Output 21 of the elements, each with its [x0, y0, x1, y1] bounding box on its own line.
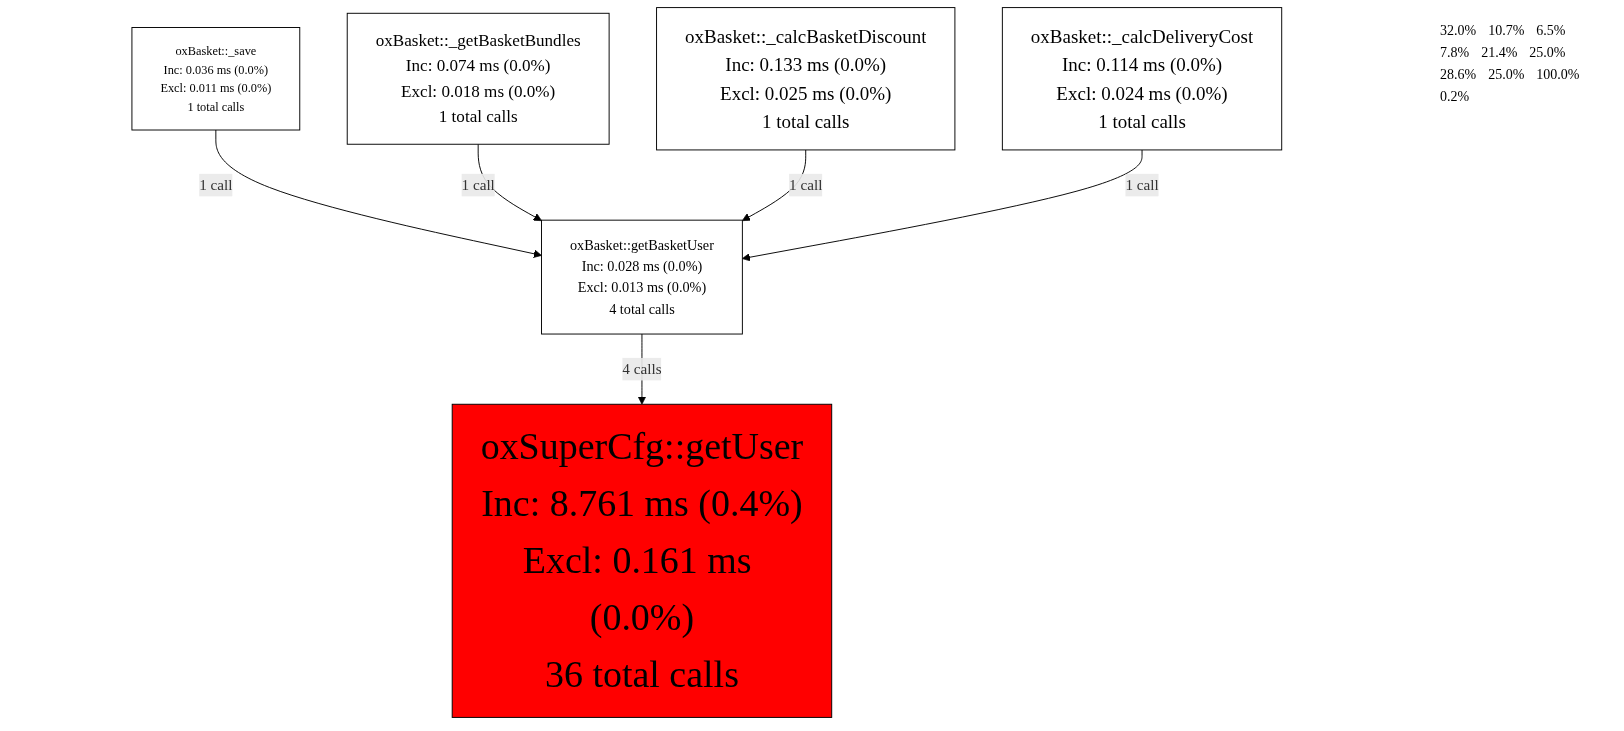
percentage-label: 100.0%: [1536, 67, 1580, 83]
node-box: oxBasket::_getBasketBundles Inc: 0.074 ms (0.0%) Excl: 0.018 ms (0.0%) 1 total calls: [346, 12, 610, 145]
node-box: oxBasket::_calcBasketDiscount Inc: 0.133 ms (0.0%) Excl: 0.025 ms (0.0%) 1 total calls: [656, 7, 956, 151]
percentage-label: 6.5%: [1536, 23, 1566, 39]
percentage-label: 25.0%: [1529, 45, 1566, 61]
edge-label: 1 call: [1125, 176, 1159, 193]
node-box: oxBasket::getBasketUser Inc: 0.028 ms (0.0%) Excl: 0.013 ms (0.0%) 4 total calls: [541, 219, 743, 335]
percentage-label: 28.6%: [1440, 67, 1477, 83]
percentage-label: 0.2%: [1440, 89, 1470, 105]
node-box: oxBasket::_calcDeliveryCost Inc: 0.114 ms (0.0%) Excl: 0.024 ms (0.0%) 1 total calls: [1002, 7, 1283, 151]
edge-label: 1 call: [461, 176, 495, 193]
node-box: oxSuperCfg::getUser Inc: 8.761 ms (0.4%) Excl: 0.161 ms (0.0%) 36 total calls: [451, 403, 833, 718]
percentage-label: 10.7%: [1488, 23, 1525, 39]
percentage-label: 25.0%: [1488, 67, 1525, 83]
edge-label: 4 calls: [622, 360, 662, 377]
edge-label: 1 call: [789, 176, 823, 193]
percentage-label: 7.8%: [1440, 45, 1470, 61]
edge-label: 1 call: [199, 176, 233, 193]
node-box: oxBasket::_save Inc: 0.036 ms (0.0%) Excl: 0.011 ms (0.0%) 1 total calls: [131, 27, 301, 131]
percentage-label: 21.4%: [1481, 45, 1518, 61]
percentage-label: 32.0%: [1440, 23, 1477, 39]
